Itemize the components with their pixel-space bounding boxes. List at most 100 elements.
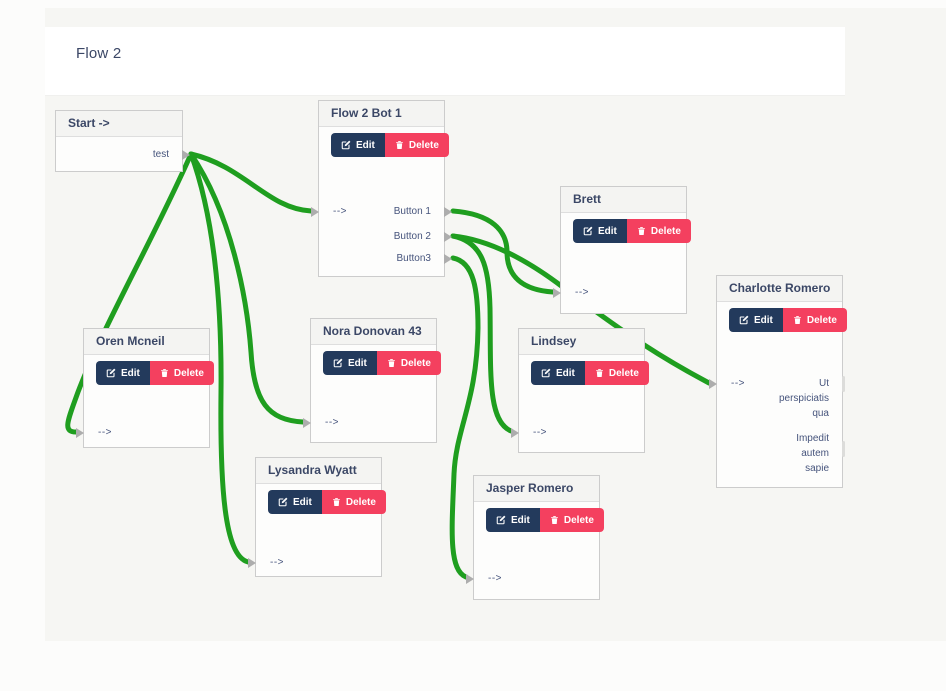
delete-button-label: Delete — [173, 367, 204, 379]
trash-icon — [396, 141, 403, 149]
node-actions: Edit Delete — [268, 490, 386, 514]
input-connector[interactable] — [553, 288, 561, 298]
node-title: Brett — [573, 192, 602, 206]
edit-button-label: Edit — [293, 496, 312, 508]
delete-button-label: Delete — [608, 367, 639, 379]
edit-button-label: Edit — [511, 514, 530, 526]
input-connector[interactable] — [466, 574, 474, 584]
edit-button[interactable]: Edit — [331, 133, 385, 157]
input-connector[interactable] — [76, 428, 84, 438]
output-label-button2: Button 2 — [393, 231, 431, 242]
node-title: Oren Mcneil — [96, 334, 165, 348]
input-arrow-label: --> — [98, 427, 112, 438]
delete-button[interactable]: Delete — [321, 490, 386, 514]
node-actions: Edit Delete — [96, 361, 214, 385]
input-arrow-label: --> — [333, 206, 347, 217]
edit-pencil-icon — [496, 515, 506, 525]
delete-button-label: Delete — [400, 357, 431, 369]
unconnected-output-connector-2[interactable] — [842, 441, 845, 457]
node-header[interactable]: Charlotte Romero — [717, 276, 842, 302]
input-connector[interactable] — [311, 207, 319, 217]
page-title: Flow 2 — [76, 45, 122, 62]
input-connector[interactable] — [248, 558, 256, 568]
input-connector[interactable] — [303, 418, 311, 428]
node-header[interactable]: Lysandra Wyatt — [256, 458, 381, 484]
node-header[interactable]: Nora Donovan 43 — [311, 319, 436, 345]
delete-button-label: Delete — [806, 314, 837, 326]
delete-button-label: Delete — [345, 496, 376, 508]
trash-icon — [551, 516, 558, 524]
delete-button[interactable]: Delete — [584, 361, 649, 385]
input-arrow-label: --> — [533, 427, 547, 438]
edit-button[interactable]: Edit — [323, 351, 377, 375]
node-actions: Edit Delete — [331, 133, 449, 157]
node-header[interactable]: Start -> — [56, 111, 182, 137]
node-header[interactable]: Oren Mcneil — [84, 329, 209, 355]
delete-button[interactable]: Delete — [384, 133, 449, 157]
delete-button-label: Delete — [563, 514, 594, 526]
node-header[interactable]: Jasper Romero — [474, 476, 599, 502]
edit-button[interactable]: Edit — [573, 219, 627, 243]
flow-node-nora[interactable]: Nora Donovan 43 Edit Delete --> — [303, 318, 441, 443]
edit-button[interactable]: Edit — [268, 490, 322, 514]
delete-button[interactable]: Delete — [626, 219, 691, 243]
edit-button[interactable]: Edit — [729, 308, 783, 332]
node-title: Start -> — [68, 116, 110, 130]
delete-button-label: Delete — [408, 139, 439, 151]
output-connector-button1[interactable] — [444, 207, 452, 217]
input-connector[interactable] — [709, 379, 717, 389]
input-connector[interactable] — [511, 428, 519, 438]
trash-icon — [333, 498, 340, 506]
input-arrow-label: --> — [270, 557, 284, 568]
node-title: Lysandra Wyatt — [268, 463, 357, 477]
flow-node-flow2bot1[interactable]: Flow 2 Bot 1 Edit Delete --> Button 1 Button … — [311, 100, 452, 277]
edit-button-label: Edit — [348, 357, 367, 369]
input-arrow-label: --> — [731, 378, 745, 389]
edit-pencil-icon — [341, 140, 351, 150]
delete-button[interactable]: Delete — [376, 351, 441, 375]
output-connector-test[interactable] — [182, 150, 190, 160]
input-arrow-label: --> — [325, 417, 339, 428]
edit-button[interactable]: Edit — [486, 508, 540, 532]
node-header[interactable]: Flow 2 Bot 1 — [319, 101, 444, 127]
output-connector-button3[interactable] — [444, 254, 452, 264]
input-arrow-label: --> — [488, 573, 502, 584]
edit-pencil-icon — [541, 368, 551, 378]
delete-button[interactable]: Delete — [539, 508, 604, 532]
trash-icon — [794, 316, 801, 324]
node-actions: Edit Delete — [531, 361, 649, 385]
delete-button[interactable]: Delete — [149, 361, 214, 385]
edit-pencil-icon — [333, 358, 343, 368]
edit-pencil-icon — [278, 497, 288, 507]
trash-icon — [388, 359, 395, 367]
trash-icon — [161, 369, 168, 377]
edit-button-label: Edit — [598, 225, 617, 237]
output-label-button3: Button3 — [396, 253, 431, 264]
edit-pencil-icon — [739, 315, 749, 325]
output-label-button1: Button 1 — [393, 206, 431, 217]
edit-button-label: Edit — [754, 314, 773, 326]
node-header[interactable]: Brett — [561, 187, 686, 213]
node-header[interactable]: Lindsey — [519, 329, 644, 355]
flow-node-start[interactable]: Start -> test — [55, 110, 190, 172]
edit-button[interactable]: Edit — [96, 361, 150, 385]
delete-button-label: Delete — [650, 225, 681, 237]
trash-icon — [596, 369, 603, 377]
unconnected-output-connector-1[interactable] — [842, 376, 845, 392]
input-arrow-label: --> — [575, 287, 589, 298]
node-actions: Edit Delete — [323, 351, 441, 375]
delete-button[interactable]: Delete — [782, 308, 847, 332]
flow-header-bar: Flow 2 — [45, 27, 845, 96]
output-connector-button2[interactable] — [444, 232, 452, 242]
node-title: Lindsey — [531, 334, 577, 348]
output-label-test: test — [152, 149, 169, 160]
edit-button[interactable]: Edit — [531, 361, 585, 385]
